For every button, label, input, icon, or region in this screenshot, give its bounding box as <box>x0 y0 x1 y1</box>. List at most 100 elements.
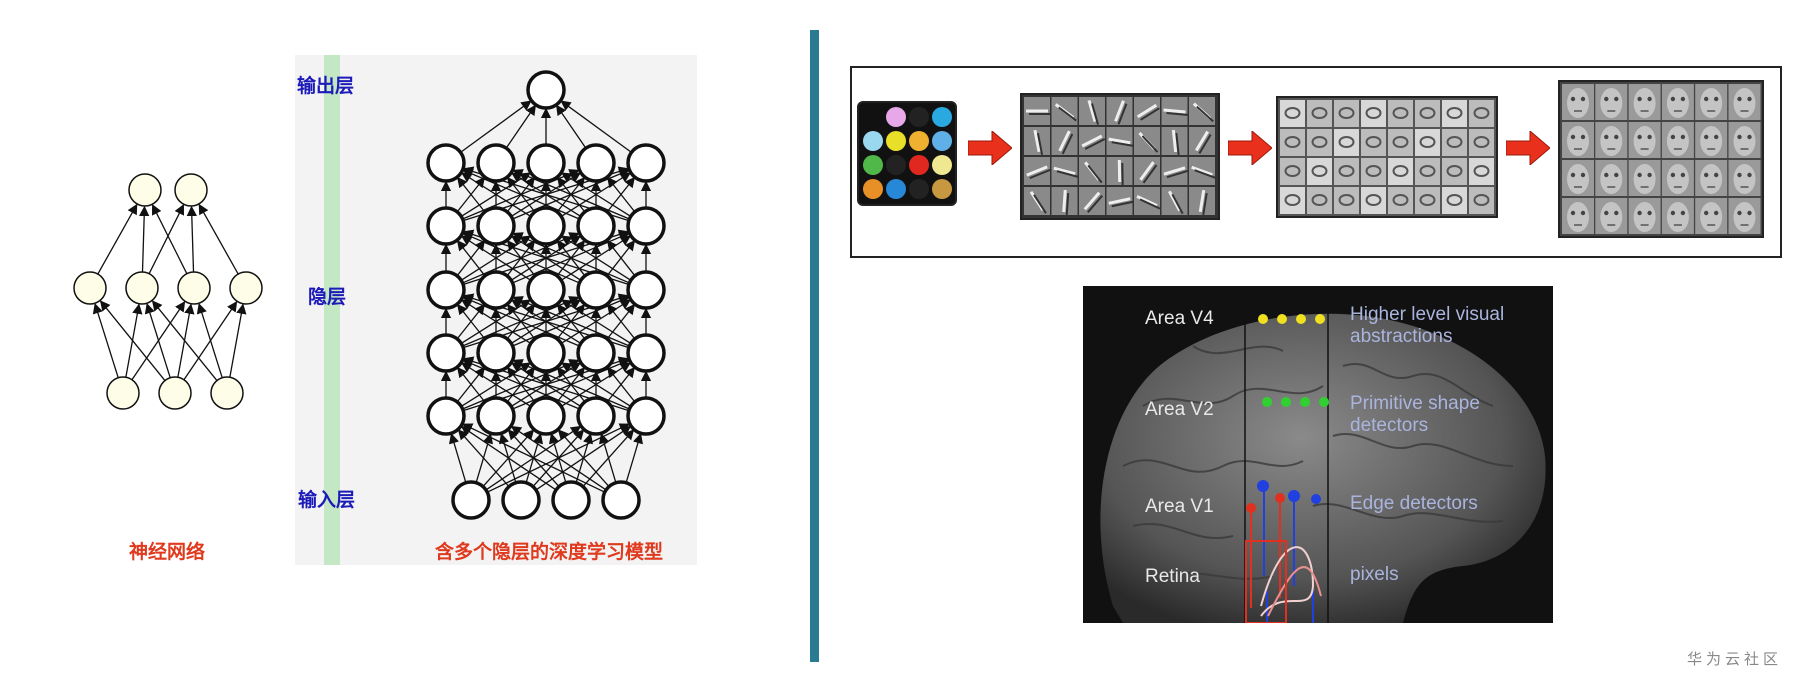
part-filter-tile <box>1334 187 1359 214</box>
face-eye <box>1604 134 1609 140</box>
connection-edge <box>512 232 630 284</box>
neuron-node <box>476 143 516 183</box>
face-eye <box>1670 134 1676 140</box>
face-eye <box>1614 210 1619 216</box>
part-stroke <box>1419 194 1436 206</box>
part-stroke <box>1419 107 1436 119</box>
part-filter-tile <box>1280 187 1305 214</box>
face-eye <box>1580 96 1586 102</box>
connection-edge <box>460 235 532 281</box>
face-shape <box>1666 88 1689 118</box>
v2-neuron-dot <box>1319 397 1329 407</box>
connection-edge <box>92 302 119 378</box>
pixel-dot <box>909 155 929 175</box>
neuron-node <box>426 270 466 310</box>
face-shape <box>1700 164 1723 194</box>
v2-neuron-dot <box>1300 397 1310 407</box>
connection-edge <box>462 296 580 347</box>
arrow-right-icon <box>968 131 1012 165</box>
watermark: 华为云社区 <box>1686 650 1782 668</box>
neuron-node <box>626 333 666 373</box>
part-stroke <box>1284 165 1301 177</box>
part-filter-tile <box>1388 129 1413 156</box>
neuron-node <box>106 376 140 410</box>
connection-edge <box>151 300 218 381</box>
part-filter-tile <box>1334 158 1359 185</box>
edge-stroke <box>1166 112 1189 116</box>
face-eye <box>1570 96 1576 102</box>
part-filter-tile <box>1415 129 1440 156</box>
edge-features-icon <box>1020 93 1220 220</box>
part-filter-tile <box>1442 129 1467 156</box>
connection-edge <box>462 359 580 410</box>
part-stroke <box>1392 165 1409 177</box>
edge-stroke <box>1196 105 1214 123</box>
part-filter-tile <box>1307 129 1332 156</box>
v1-neuron-dot <box>1257 480 1269 492</box>
face-eye <box>1670 172 1676 178</box>
face-shape <box>1633 88 1656 118</box>
connection-edge <box>599 432 617 483</box>
retina-dot <box>1246 503 1256 513</box>
edge-stroke <box>1033 194 1047 214</box>
edge-stroke <box>1139 161 1155 181</box>
edge-stroke <box>1117 103 1128 125</box>
neuron-node <box>601 480 641 520</box>
edge-stroke <box>1091 103 1099 125</box>
edge-stroke <box>1029 168 1051 180</box>
part-stroke <box>1473 136 1490 148</box>
edge-stroke <box>1136 103 1158 119</box>
face-shape <box>1567 126 1589 156</box>
connection-edge <box>461 423 606 493</box>
face-shape <box>1666 164 1689 194</box>
face-eye <box>1570 210 1576 216</box>
face-eye <box>1680 96 1686 102</box>
edge-stroke <box>1163 166 1186 176</box>
part-stroke <box>1365 107 1382 119</box>
part-stroke <box>1284 107 1301 119</box>
part-filter-tile <box>1415 158 1440 185</box>
vertical-divider <box>810 30 819 662</box>
face-eye <box>1614 134 1619 140</box>
connection-edge <box>512 359 630 410</box>
face-eye <box>1647 210 1652 216</box>
connection-edge <box>457 176 486 213</box>
connection-edge <box>560 172 632 217</box>
area-v1-label: Area V1 <box>1145 496 1214 517</box>
edge-stroke <box>1194 169 1216 179</box>
pixel-dot <box>909 107 929 127</box>
face-eye <box>1637 210 1642 216</box>
part-stroke <box>1365 194 1382 206</box>
connection-edge <box>512 296 630 347</box>
area-v4-label: Area V4 <box>1145 308 1214 329</box>
connection-edge <box>557 429 610 488</box>
part-filter-tile <box>1442 100 1467 127</box>
part-filter-tile <box>1469 129 1494 156</box>
edge-stroke <box>1139 198 1161 210</box>
connection-edge <box>460 100 532 153</box>
pixel-dot <box>909 131 929 151</box>
neuron-node <box>576 333 616 373</box>
face-eye <box>1580 210 1586 216</box>
face-eye <box>1637 96 1642 102</box>
pixel-dot <box>909 179 929 199</box>
neural-network-diagram <box>73 55 697 565</box>
layer-guide-bar <box>324 55 340 565</box>
face-eye <box>1747 210 1752 216</box>
part-stroke <box>1284 136 1301 148</box>
face-eye <box>1704 172 1709 178</box>
face-eye <box>1737 134 1742 140</box>
part-stroke <box>1446 107 1463 119</box>
brain-shape <box>1100 313 1546 623</box>
deep-network <box>426 70 666 520</box>
brain-visual-hierarchy: Area V4 Higher level visual abstractions… <box>1083 286 1553 623</box>
face-eye <box>1714 210 1719 216</box>
edge-stroke <box>1114 100 1125 122</box>
part-filter-tile <box>1361 129 1386 156</box>
neuron-node <box>73 271 107 305</box>
part-stroke <box>1392 194 1409 206</box>
part-filter-tile <box>1280 129 1305 156</box>
face-shape <box>1666 202 1689 232</box>
part-filter-tile <box>1469 100 1494 127</box>
feature-hierarchy-panel <box>850 66 1782 258</box>
